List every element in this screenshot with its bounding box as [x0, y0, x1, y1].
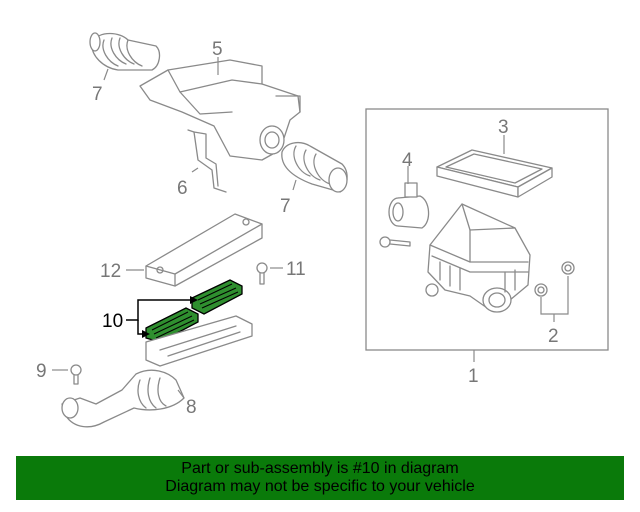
info-banner: Part or sub-assembly is #10 in diagram D…: [16, 456, 624, 500]
air-cleaner-housing[interactable]: [427, 203, 531, 313]
callout-1: 1: [468, 366, 479, 387]
callout-2: 2: [548, 326, 559, 347]
callout-7-lower: 7: [280, 196, 291, 217]
support-bracket[interactable]: [187, 129, 227, 193]
bolt-icon: [256, 262, 268, 285]
air-filter-element[interactable]: [436, 149, 553, 198]
callout-9: 9: [36, 361, 47, 382]
bolt-icon: [379, 236, 411, 248]
callout-8: 8: [186, 397, 197, 418]
intake-boot-lower[interactable]: [281, 141, 348, 193]
callout-4: 4: [402, 150, 413, 171]
air-cleaner-frame: [365, 108, 609, 351]
callout-7-upper: 7: [92, 84, 103, 105]
banner-line-2: Diagram may not be specific to your vehi…: [165, 478, 475, 495]
highlighted-part-10[interactable]: [145, 279, 243, 343]
callout-5: 5: [212, 39, 223, 60]
air-intake-duct[interactable]: [139, 59, 301, 161]
callout-11: 11: [286, 259, 306, 280]
callout-10[interactable]: 10: [102, 311, 123, 332]
intake-tube[interactable]: [61, 315, 253, 428]
grommet-icon: [425, 261, 575, 297]
mass-airflow-sensor[interactable]: [388, 182, 430, 229]
callout-12: 12: [100, 261, 121, 282]
intake-boot-upper[interactable]: [89, 32, 161, 71]
callout-3: 3: [498, 117, 509, 138]
banner-line-1: Part or sub-assembly is #10 in diagram: [181, 460, 459, 477]
bolt-icon: [70, 364, 82, 385]
heat-shield[interactable]: [145, 213, 263, 287]
callout-6: 6: [177, 178, 188, 199]
